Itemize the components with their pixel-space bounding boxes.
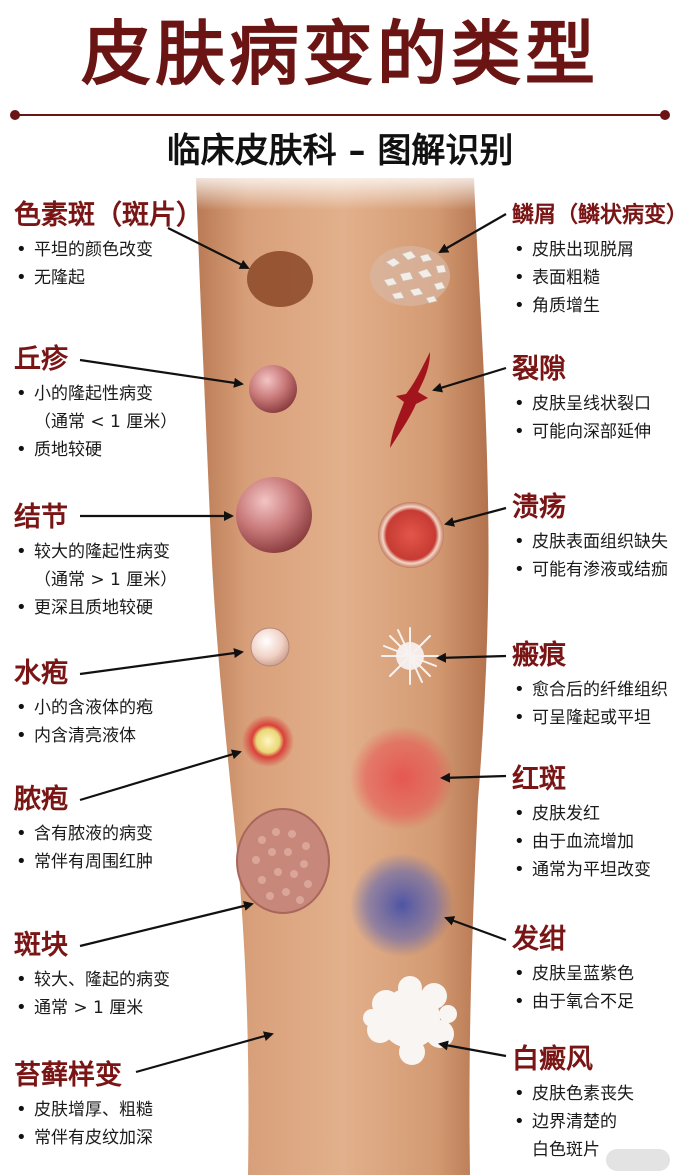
lesion-name: 水疱 (14, 658, 68, 689)
arrow-vitiligo (438, 1040, 507, 1058)
lesion-desc: 愈合后的纤维组织 (512, 676, 680, 704)
lesion-desc: 常伴有皮纹加深 (14, 1124, 264, 1152)
rule-dot-right (660, 110, 670, 120)
lesion-desc: 通常为平坦改变 (512, 856, 680, 884)
arrow-scale (438, 213, 507, 253)
lesion-name: 结节 (14, 502, 68, 533)
lesion-name: 瘢痕 (512, 640, 566, 671)
arrow-fissure (432, 366, 507, 393)
scar-icon (381, 627, 439, 685)
lesion-desc: 小的隆起性病变 (14, 380, 264, 408)
lesion-desc: 皮肤呈蓝紫色 (512, 960, 680, 988)
lesion-desc: 皮肤表面组织缺失 (512, 528, 680, 556)
title-divider (12, 114, 668, 116)
arrow-plaque (79, 901, 254, 948)
lesion-desc: 平坦的颜色改变 (14, 236, 264, 264)
lesion-name: 白癜风 (512, 1044, 593, 1075)
arrow-vesicle (79, 648, 244, 676)
nodule-icon (236, 477, 312, 553)
lesion-pustule: 脓疱 含有脓液的病变 常伴有周围红肿 (14, 782, 264, 876)
lesion-lichenification: 苔藓样变 皮肤增厚、粗糙 常伴有皮纹加深 (14, 1058, 264, 1152)
ulcer-icon (378, 502, 444, 568)
lesion-name: 裂隙 (512, 354, 566, 385)
lesion-desc: 可能有渗液或结痂 (512, 556, 680, 584)
watermark-badge (606, 1149, 670, 1171)
lesion-desc: 皮肤色素丧失 (512, 1080, 680, 1108)
lesion-desc: 角质增生 (512, 292, 680, 320)
lesion-desc: 由于血流增加 (512, 828, 680, 856)
lesion-desc: 更深且质地较硬 (14, 594, 264, 622)
lesion-name: 苔藓样变 (14, 1060, 122, 1091)
erythema-icon (350, 726, 454, 830)
lesion-papule: 丘疹 小的隆起性病变 （通常 < 1 厘米） 质地较硬 (14, 342, 264, 464)
lesion-desc: 含有脓液的病变 (14, 820, 264, 848)
lesion-name: 斑块 (14, 930, 68, 961)
lesion-desc: 由于氧合不足 (512, 988, 680, 1016)
lesion-desc: 皮肤发红 (512, 800, 680, 828)
page-subtitle: 临床皮肤科 – 图解识别 (166, 131, 514, 171)
lesion-desc: 可能向深部延伸 (512, 418, 680, 446)
lesion-desc: 皮肤出现脱屑 (512, 236, 680, 264)
lesion-name: 色素斑（斑片） (14, 200, 203, 231)
lesion-name: 丘疹 (14, 344, 68, 375)
lesion-erythema: 红斑 皮肤发红 由于血流增加 通常为平坦改变 (512, 762, 680, 884)
arrow-ulcer (444, 506, 507, 527)
lesion-desc: 质地较硬 (14, 436, 264, 464)
lesion-desc: 小的含液体的疱 (14, 694, 264, 722)
lesion-macule: 色素斑（斑片） 平坦的颜色改变 无隆起 (14, 198, 264, 292)
lesion-vesicle: 水疱 小的含液体的疱 内含清亮液体 (14, 656, 264, 750)
lesion-desc: 皮肤呈线状裂口 (512, 390, 680, 418)
lesion-cyanosis: 发绀 皮肤呈蓝紫色 由于氧合不足 (512, 922, 680, 1016)
arrow-scar (436, 652, 507, 663)
lesion-desc: （通常 < 1 厘米） (34, 412, 178, 432)
cyanosis-icon (350, 853, 454, 957)
fissure-icon (390, 352, 430, 448)
lesion-desc: （通常 > 1 厘米） (34, 570, 178, 590)
arrow-cyanosis (444, 916, 507, 942)
lesion-name: 发绀 (512, 924, 566, 955)
lesion-fissure: 裂隙 皮肤呈线状裂口 可能向深部延伸 (512, 352, 680, 446)
vitiligo-icon (363, 976, 457, 1065)
lesion-desc: 可呈隆起或平坦 (512, 704, 680, 732)
lesion-ulcer: 溃疡 皮肤表面组织缺失 可能有渗液或结痂 (512, 490, 680, 584)
lesion-name: 鳞屑（鳞状病变） (512, 203, 680, 228)
lesion-desc: 白色斑片 (532, 1140, 600, 1160)
arrow-pustule (79, 749, 242, 802)
vesicle-icon (250, 627, 290, 667)
scale-icon (370, 246, 450, 306)
lesion-desc: 常伴有周围红肿 (14, 848, 264, 876)
arrow-erythema (440, 772, 507, 783)
lesion-vitiligo: 白癜风 皮肤色素丧失 边界清楚的 白色斑片 (512, 1042, 680, 1164)
page-title: 皮肤病变的类型 (81, 13, 599, 95)
lesion-desc: 内含清亮液体 (14, 722, 264, 750)
lesion-desc: 通常 > 1 厘米 (14, 994, 264, 1022)
lesion-desc: 较大的隆起性病变 (14, 538, 264, 566)
lesion-name: 红斑 (512, 764, 566, 795)
lesion-desc: 皮肤增厚、粗糙 (14, 1096, 264, 1124)
lesion-name: 溃疡 (512, 492, 566, 523)
lesion-desc: 无隆起 (14, 264, 264, 292)
lesion-desc: 表面粗糙 (512, 264, 680, 292)
lesion-scar: 瘢痕 愈合后的纤维组织 可呈隆起或平坦 (512, 638, 680, 732)
lesion-desc: 较大、隆起的病变 (14, 966, 264, 994)
lesion-name: 脓疱 (14, 784, 68, 815)
lesion-desc: 边界清楚的 (512, 1108, 680, 1136)
arrow-lichenification (135, 1031, 274, 1074)
lesion-nodule: 结节 较大的隆起性病变 （通常 > 1 厘米） 更深且质地较硬 (14, 500, 264, 622)
lesion-plaque: 斑块 较大、隆起的病变 通常 > 1 厘米 (14, 928, 264, 1022)
lesion-scale: 鳞屑（鳞状病变） 皮肤出现脱屑 表面粗糙 角质增生 (512, 198, 680, 320)
